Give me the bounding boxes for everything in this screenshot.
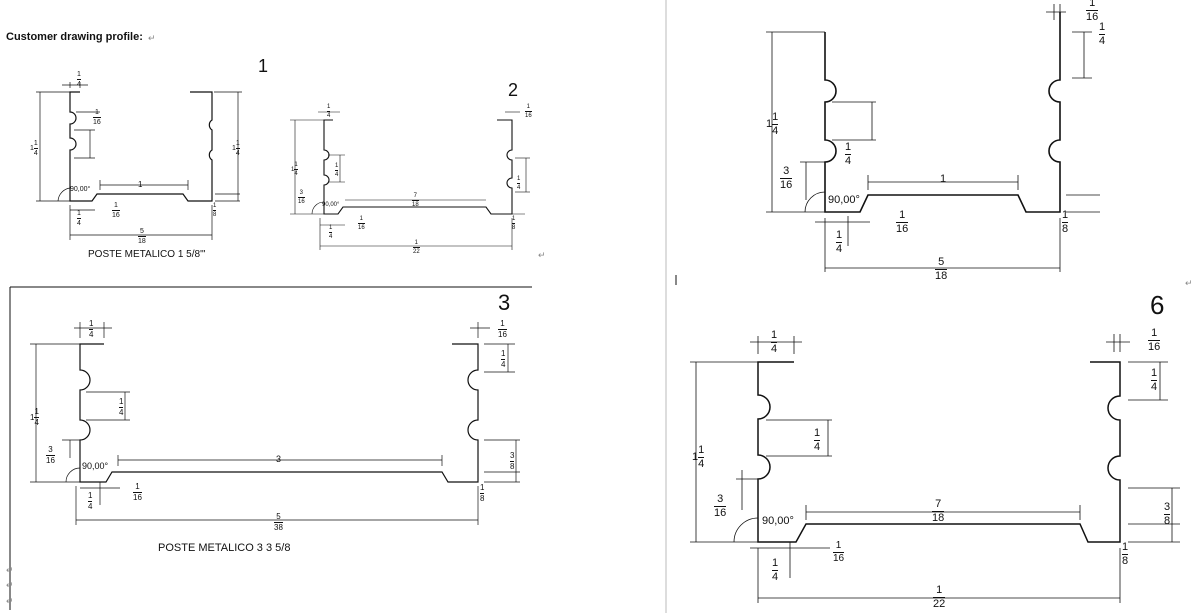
profile-6-number: 6	[1150, 290, 1165, 320]
profile-1-dims	[36, 82, 242, 240]
profile-6-dims	[690, 334, 1180, 603]
profile-6-outline	[757, 361, 1121, 543]
profile-2-dims	[290, 111, 530, 250]
profile-6-drawing	[757, 361, 1121, 543]
paragraph-mark: ↵	[538, 250, 546, 260]
profile-3-number: 3	[498, 290, 511, 315]
paragraph-mark: ↵	[6, 565, 14, 575]
document-title: Customer drawing profile:	[6, 31, 143, 43]
profile-2-number: 2	[508, 80, 519, 100]
paragraph-mark: ↵	[148, 33, 156, 43]
profile-3-drawing	[79, 343, 479, 483]
profile-1-drawing	[69, 91, 213, 202]
profile-6-angle: 90,00°	[762, 515, 794, 527]
profile-3-outline	[79, 343, 479, 483]
profile-4-angle: 90,00°	[828, 194, 860, 206]
profile-1-base-width: 1	[138, 180, 143, 189]
profile-2-outline	[323, 119, 513, 215]
profile-3-caption: POSTE METALICO 3 3 5/8	[158, 542, 291, 554]
profile-4-base-width: 1	[940, 173, 947, 185]
profile-4-drawing	[824, 12, 1061, 213]
profile-1-number: 1	[258, 56, 269, 76]
profile-1-angle: 90,00°	[70, 186, 91, 193]
profile-1-outline	[69, 91, 213, 202]
profile-3-dims	[30, 322, 520, 525]
profile-3-angle: 90,00°	[82, 461, 109, 471]
profile-2-angle: 90,00°	[322, 202, 340, 208]
paragraph-mark: ↵	[1185, 278, 1193, 288]
paragraph-mark: ↵	[6, 580, 14, 590]
profile-4-dims	[766, 4, 1100, 272]
profile-4-outline	[824, 12, 1061, 213]
profile-3-base-width: 3	[276, 454, 282, 464]
profile-1-caption: POSTE METALICO 1 5/8"'	[88, 249, 206, 260]
profile-2-drawing	[323, 119, 513, 215]
paragraph-mark: ↵	[6, 596, 14, 606]
